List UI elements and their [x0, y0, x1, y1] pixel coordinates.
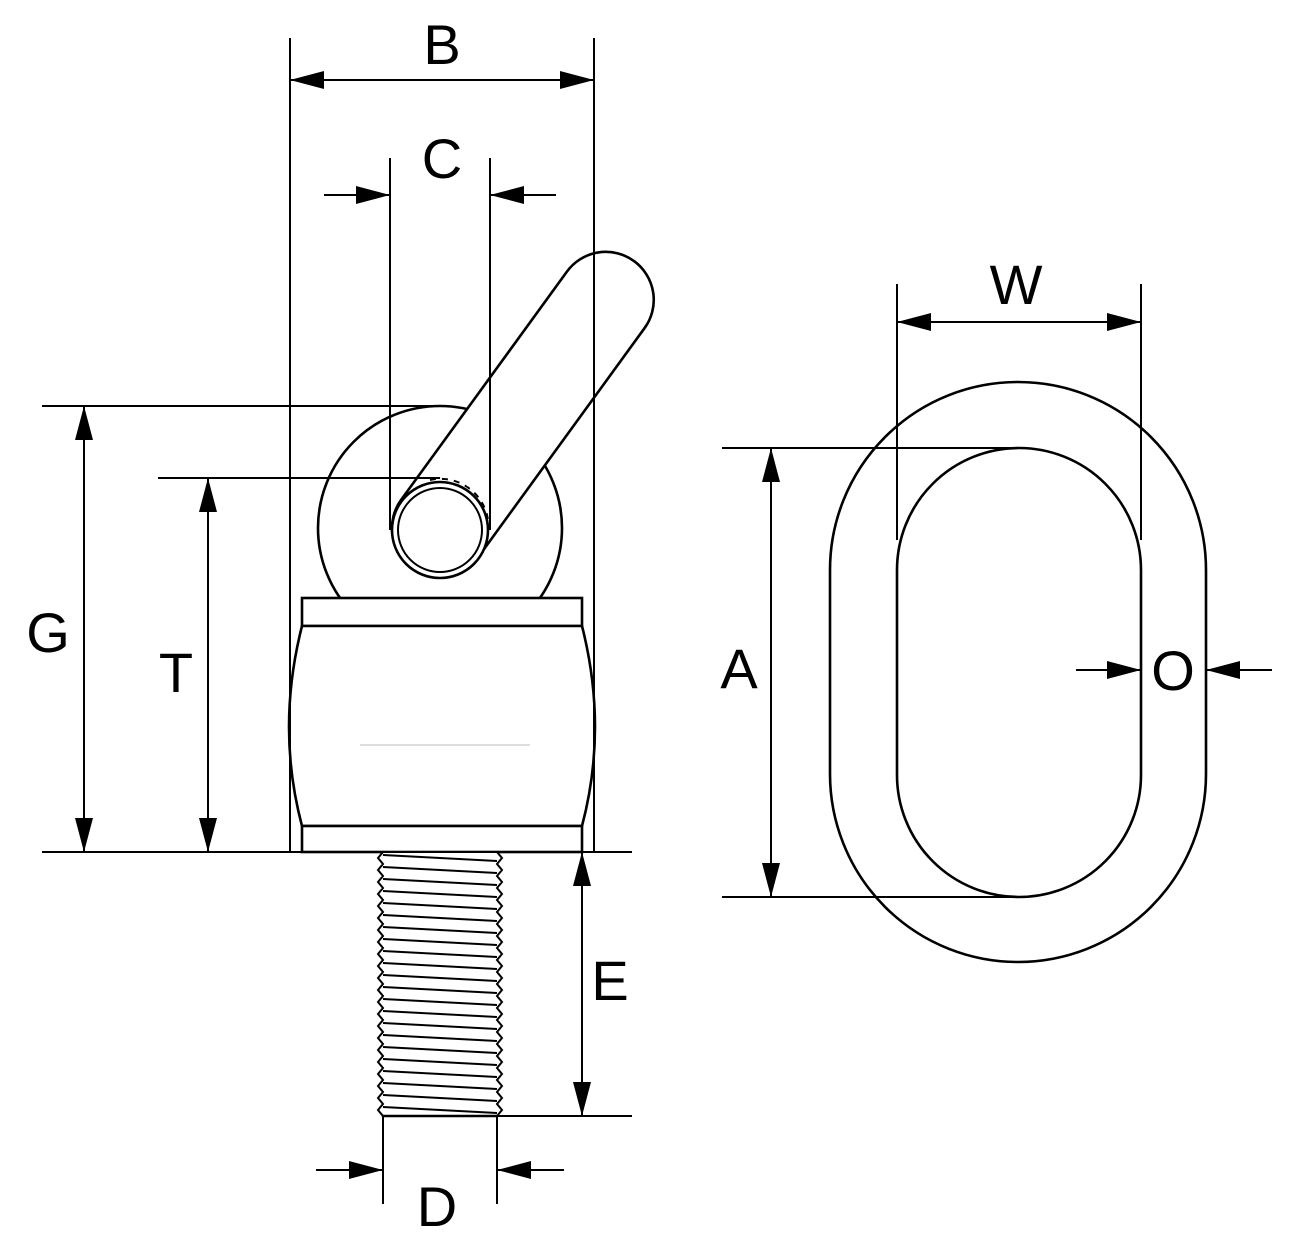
- dim-c-arrow-left: [356, 186, 390, 204]
- dim-d-arrow-left: [349, 1161, 383, 1179]
- pin-circle-outer: [390, 480, 490, 580]
- label-d: D: [417, 1175, 457, 1238]
- dim-e-arrow-top: [573, 852, 591, 886]
- dim-o-arrow-right: [1206, 661, 1240, 679]
- thread-crest: [382, 1010, 498, 1018]
- dim-b-arrow-right: [560, 71, 594, 89]
- dim-g-arrow-top: [75, 406, 93, 440]
- thread-crest: [382, 1070, 498, 1078]
- thread-crest: [382, 902, 498, 910]
- label-t: T: [159, 641, 193, 704]
- hidden-edge-dashed: [429, 477, 489, 521]
- dim-o-arrow-left: [1107, 661, 1141, 679]
- thread-crest: [382, 938, 498, 946]
- thread-crest: [382, 1094, 498, 1102]
- dim-w-arrow-right: [1107, 313, 1141, 331]
- thread-crest: [382, 986, 498, 994]
- label-e: E: [591, 949, 628, 1012]
- dim-b-arrow-left: [290, 71, 324, 89]
- thread-crest: [382, 866, 498, 874]
- thread-crest: [382, 1046, 498, 1054]
- thread-crest: [382, 926, 498, 934]
- dim-a-arrow-bottom: [762, 863, 780, 897]
- pin-circle-inner: [397, 487, 483, 573]
- thread-crest: [382, 1058, 498, 1066]
- link-outer-outline: [828, 380, 1208, 964]
- dim-c-arrow-right: [490, 186, 524, 204]
- thread-crest: [382, 950, 498, 958]
- base-plate: [300, 824, 584, 854]
- dim-a-arrow-top: [762, 448, 780, 482]
- thread-crest: [382, 854, 498, 862]
- thread-crest: [382, 974, 498, 982]
- thread-crest: [382, 1106, 498, 1114]
- dim-e-arrow-bottom: [573, 1082, 591, 1116]
- thread-crest: [382, 1034, 498, 1042]
- label-c: C: [422, 127, 462, 190]
- thread-crest: [382, 890, 498, 898]
- thread-crest: [382, 1022, 498, 1030]
- dim-d-arrow-right: [497, 1161, 531, 1179]
- master-link-view: W A O: [720, 253, 1272, 964]
- thread-crest: [382, 878, 498, 886]
- thread-crest: [382, 914, 498, 922]
- dim-w-arrow-left: [897, 313, 931, 331]
- label-o: O: [1151, 639, 1195, 702]
- threaded-stud: [376, 851, 504, 1118]
- eyebolt-side-view: B C G T E D: [26, 13, 656, 1238]
- label-w: W: [990, 253, 1043, 316]
- dim-g-arrow-bottom: [75, 818, 93, 852]
- label-a: A: [720, 637, 758, 700]
- thread-crest: [382, 962, 498, 970]
- thread-crest: [382, 1082, 498, 1090]
- link-inner-outline: [895, 446, 1143, 899]
- base-collar-top: [300, 596, 584, 628]
- label-b: B: [423, 13, 460, 76]
- label-g: G: [26, 601, 70, 664]
- dim-t-arrow-top: [199, 478, 217, 512]
- barrel-body: [287, 624, 597, 828]
- dim-t-arrow-bottom: [199, 818, 217, 852]
- thread-crest: [382, 998, 498, 1006]
